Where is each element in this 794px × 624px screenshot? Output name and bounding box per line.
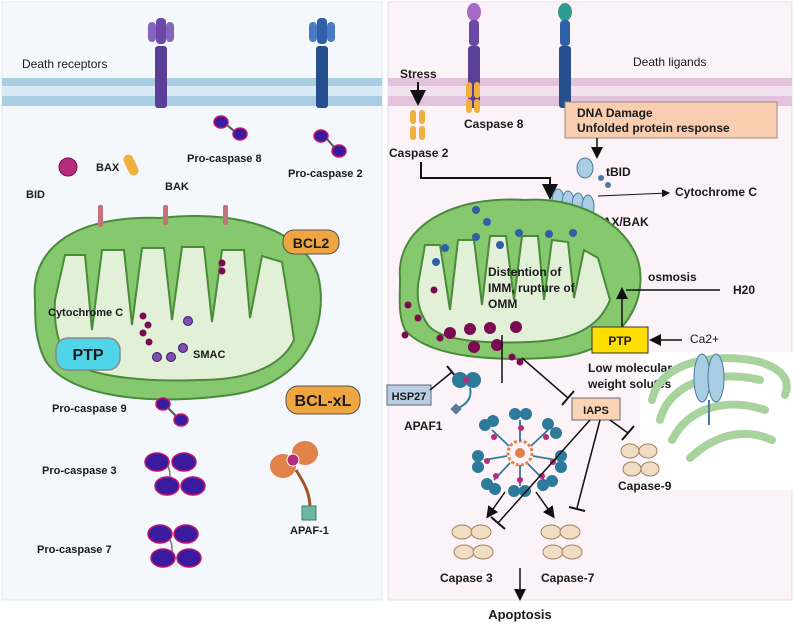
caspase-8-label: Caspase 8	[464, 117, 524, 131]
left-ptp-box: PTP	[55, 337, 121, 371]
pro-caspase-7-icon	[147, 524, 202, 568]
capase-7-label: Capase-7	[541, 571, 595, 585]
iaps-to-caspase9-line	[609, 419, 629, 434]
mito-to-iaps-bar	[561, 390, 575, 406]
pro-caspase-9-icon	[155, 397, 189, 427]
iaps-to-caspase3-line	[497, 419, 591, 524]
right-cytochrome-c-label: Cytochrome C	[675, 185, 757, 199]
capase-3-label: Capase 3	[440, 571, 493, 585]
pro-caspase-8-label: Pro-caspase 8	[187, 153, 262, 165]
svg-text:Unfolded protein response: Unfolded protein response	[577, 121, 730, 135]
osmosis-label: osmosis	[648, 270, 697, 284]
svg-text:IAPS: IAPS	[583, 405, 609, 417]
mito-to-iaps-line	[521, 357, 569, 399]
h2o-label: H20	[733, 283, 755, 297]
bcl2-badge: BCL2	[282, 229, 340, 255]
pro-caspase-2-label: Pro-caspase 2	[288, 168, 363, 180]
apaf-1-label: APAF-1	[290, 525, 329, 537]
caspase-8-icon	[466, 82, 480, 113]
stress-label: Stress	[400, 67, 437, 81]
right-mitochondrion	[398, 198, 642, 360]
apoptosome-icon	[472, 408, 567, 497]
dna-damage-box: DNA Damage Unfolded protein response	[564, 101, 778, 139]
capase-9-label: Capase-9	[618, 479, 672, 493]
iaps-box: IAPS	[571, 397, 621, 421]
hsp27-inhibition-line	[429, 371, 453, 391]
iaps-to-caspase9-bar	[621, 425, 635, 441]
death-ligands-label: Death ligands	[633, 55, 706, 69]
svg-text:BCL2: BCL2	[293, 235, 330, 251]
bid-label: BID	[26, 189, 45, 201]
apoptosome-to-caspase3-arrow	[486, 491, 506, 519]
bid-protein	[58, 157, 78, 177]
death-receptors-label: Death receptors	[22, 57, 107, 71]
apoptosis-label: Apoptosis	[488, 607, 552, 622]
svg-text:PTP: PTP	[72, 347, 103, 364]
tbid-icon	[576, 157, 611, 188]
pro-caspase-9-label: Pro-caspase 9	[52, 403, 127, 415]
low-molecular-label-line2: weight solutes	[587, 377, 672, 391]
iaps-to-caspase3-bar	[490, 516, 506, 530]
distention-label-line2: IMM, rupture of	[488, 281, 576, 295]
tbid-label: tBID	[606, 165, 631, 179]
left-cytochrome-c-dots	[139, 259, 226, 346]
apaf-1-icon	[270, 441, 318, 521]
bak-label: BAK	[165, 181, 189, 193]
svg-text:HSP27: HSP27	[392, 391, 427, 403]
bcl-xl-badge: BCL-xL	[285, 385, 361, 415]
distention-label-line3: OMM	[488, 297, 517, 311]
pro-caspase-2-icon	[313, 129, 347, 158]
apaf1-label: APAF1	[404, 419, 443, 433]
left-smac-dots	[152, 316, 193, 362]
right-membrane	[388, 78, 792, 106]
svg-text:PTP: PTP	[608, 334, 631, 348]
hsp27-box: HSP27	[386, 384, 432, 406]
cytochrome-c-release-arrow	[597, 189, 670, 198]
death-ligand-receptor-icon-2	[558, 3, 572, 108]
iaps-to-caspase7-bar	[568, 506, 586, 512]
low-molecular-label-line1: Low molecular	[588, 361, 672, 375]
apaf1-icon	[450, 372, 481, 415]
right-ptp-box: PTP	[591, 326, 649, 354]
distention-label-line1: Distention of	[488, 265, 562, 279]
iaps-to-caspase7-line	[576, 419, 601, 509]
death-receptor-icon-2	[309, 18, 335, 108]
right-cytochrome-c-dots	[401, 206, 577, 366]
ca2-label: Ca2+	[690, 332, 719, 346]
caspase-2-to-bax-arrow	[420, 162, 558, 200]
pro-caspase-7-label: Pro-caspase 7	[37, 544, 112, 556]
pro-caspase-8-icon	[213, 115, 248, 141]
smac-label: SMAC	[193, 349, 225, 361]
bax-label: BAX	[96, 162, 120, 174]
caspase-2-icon	[410, 110, 425, 140]
apoptosome-to-caspase7-arrow	[535, 491, 555, 519]
left-cytochrome-c-label: Cytochrome C	[48, 307, 123, 319]
caspase-2-label: Caspase 2	[389, 146, 449, 160]
bax-protein	[123, 154, 139, 176]
capase-7-icon	[540, 524, 583, 560]
capase-9-icon	[620, 443, 660, 477]
pro-caspase-3-icon	[144, 452, 206, 496]
capase-3-icon	[451, 524, 494, 560]
svg-text:DNA Damage: DNA Damage	[577, 106, 653, 120]
pro-caspase-3-label: Pro-caspase 3	[42, 465, 117, 477]
calcium-channel-icon	[693, 353, 725, 425]
svg-text:BCL-xL: BCL-xL	[295, 393, 352, 410]
death-receptor-icon-1	[148, 18, 174, 108]
